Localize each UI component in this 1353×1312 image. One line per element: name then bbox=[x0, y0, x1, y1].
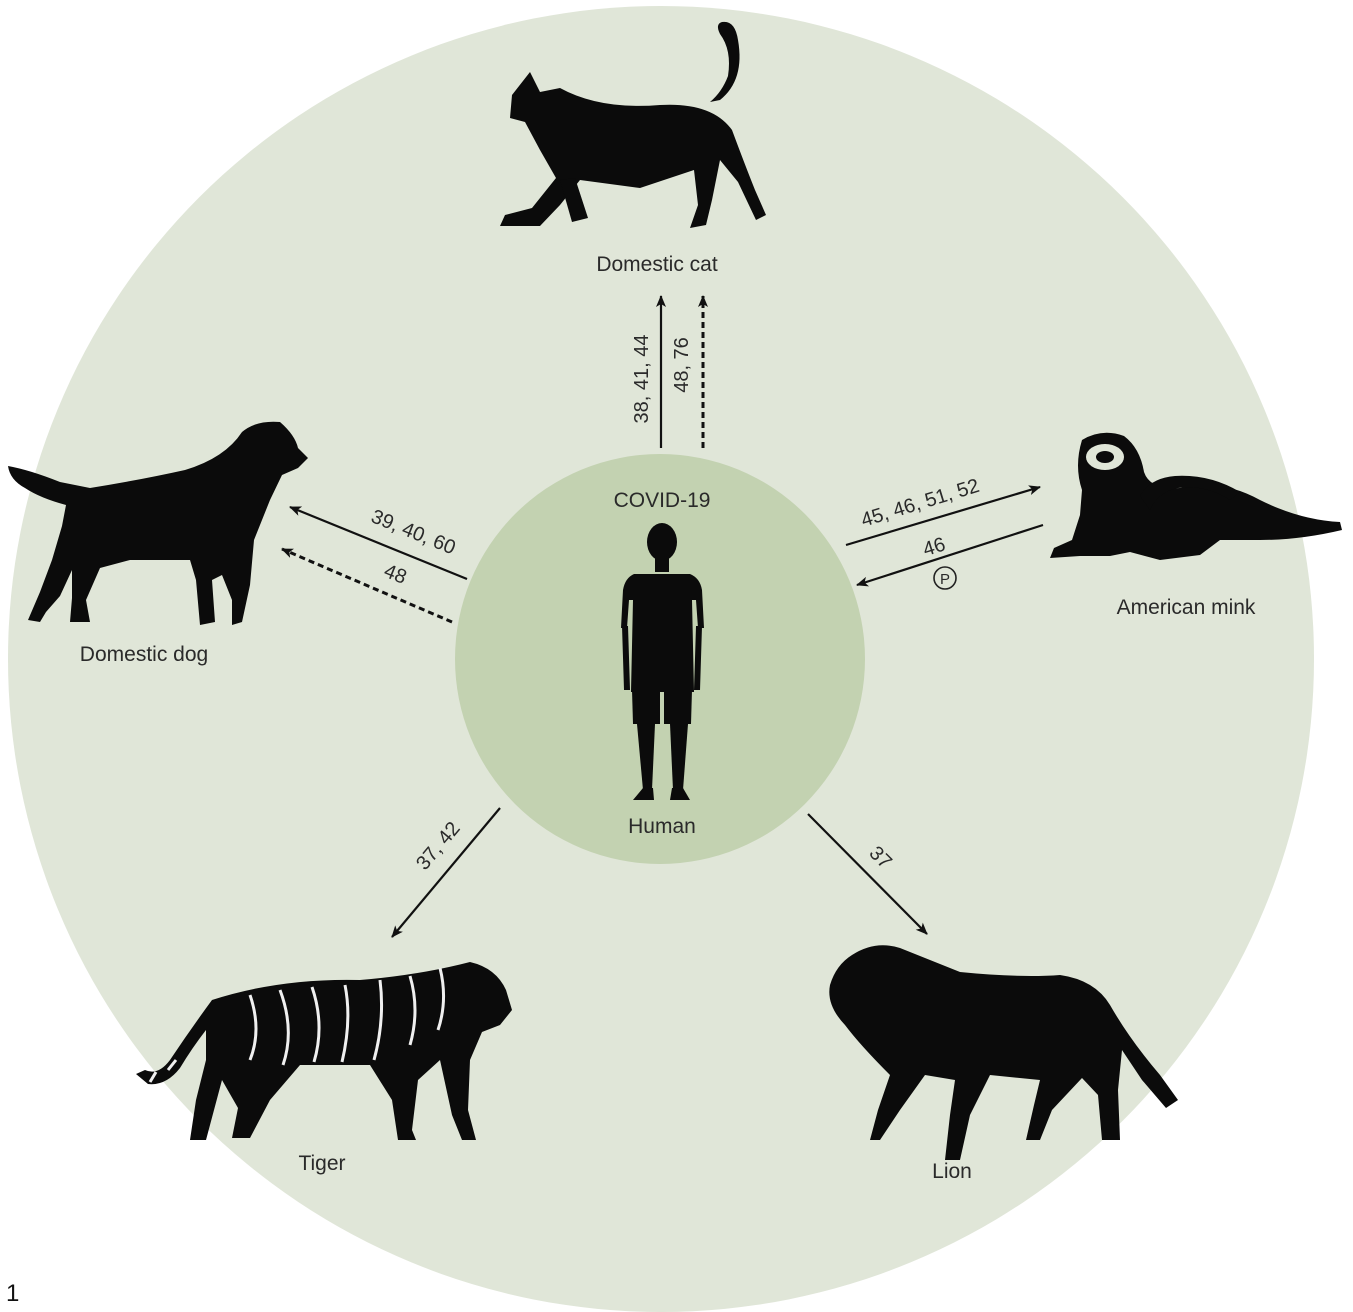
domestic-dog-icon bbox=[8, 421, 308, 625]
human-label: Human bbox=[628, 815, 696, 838]
tiger-arrow bbox=[391, 807, 501, 938]
lion-arrow bbox=[807, 813, 928, 935]
domestic-dog-label: Domestic dog bbox=[80, 643, 208, 666]
mink-inbound-marker: P bbox=[933, 566, 957, 590]
tiger-label: Tiger bbox=[298, 1152, 345, 1175]
dog-arrow-solid bbox=[289, 505, 468, 581]
mink-arrow-outbound bbox=[845, 485, 1041, 547]
cat-solid-refs: 38, 41, 44 bbox=[631, 335, 653, 424]
human-icon bbox=[621, 523, 704, 800]
lion-icon bbox=[829, 945, 1178, 1160]
mink-inbound-marker-text: P bbox=[940, 571, 950, 588]
figure-number: 1 bbox=[6, 1280, 20, 1307]
dog-arrow-dashed bbox=[281, 547, 453, 624]
domestic-cat-icon bbox=[500, 21, 766, 228]
lion-label: Lion bbox=[932, 1160, 972, 1183]
domestic-cat-label: Domestic cat bbox=[596, 253, 718, 276]
american-mink-label: American mink bbox=[1117, 596, 1256, 619]
cat-dashed-refs: 48, 76 bbox=[671, 337, 693, 393]
american-mink-icon bbox=[1050, 432, 1342, 560]
mink-arrow-inbound bbox=[856, 523, 1044, 587]
covid-label: COVID-19 bbox=[614, 489, 711, 512]
tiger-icon bbox=[136, 962, 512, 1140]
